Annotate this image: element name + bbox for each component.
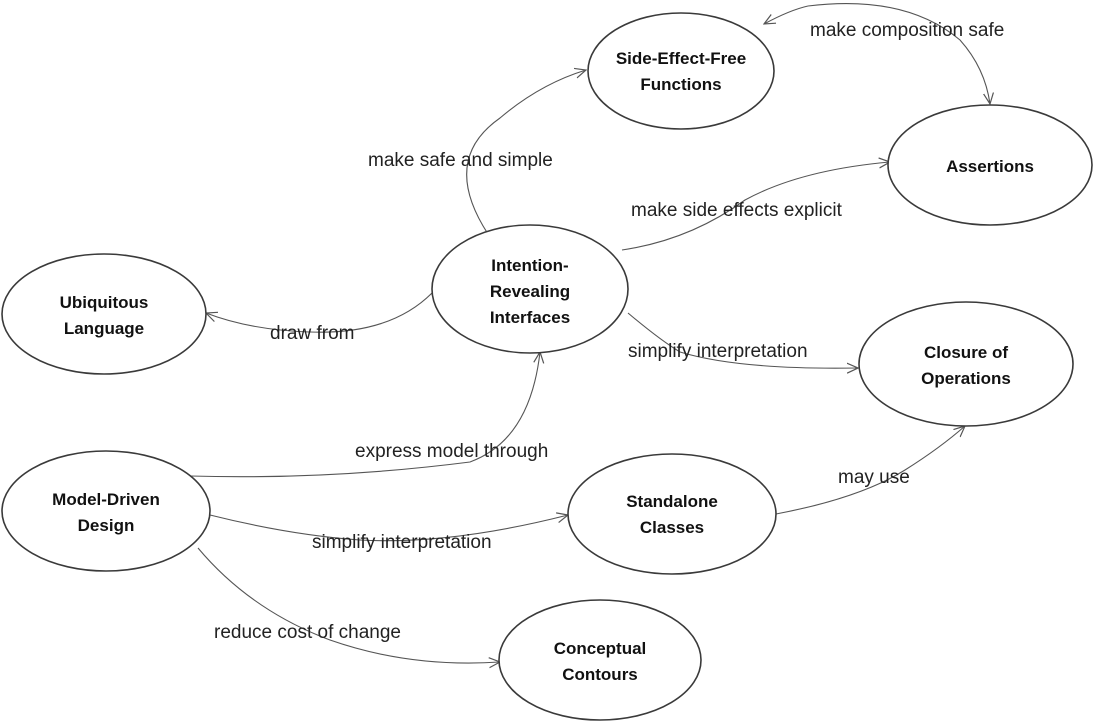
label-make-composition-safe: make composition safe [810, 20, 1004, 41]
edge-make-composition-safe [807, 3, 990, 104]
label-express-model-through: express model through [355, 441, 548, 462]
edge-draw-from [206, 292, 433, 333]
edge-simplify-interpretation-ir [627, 312, 858, 368]
ubiquitous-language-line1: Ubiquitous [60, 293, 149, 312]
node-side-effect-free-functions: Side-Effect-Free Functions [587, 12, 775, 130]
node-closure-of-operations: Closure of Operations [858, 301, 1074, 427]
node-assertions: Assertions [887, 104, 1093, 226]
conceptual-contours-line2: Contours [562, 665, 638, 684]
edge-may-use [775, 426, 965, 515]
edge-make-composition-safe-tail [764, 5, 809, 24]
label-draw-from: draw from [270, 323, 354, 344]
standalone-classes-line1: Standalone [626, 492, 718, 511]
intention-revealing-line1: Intention- [491, 256, 568, 275]
node-ubiquitous-language: Ubiquitous Language [1, 253, 207, 375]
model-driven-design-line1: Model-Driven [52, 490, 160, 509]
edge-make-side-effects-explicit [621, 162, 890, 251]
conceptual-contours-line1: Conceptual [554, 639, 647, 658]
closure-of-operations-line2: Operations [921, 369, 1011, 388]
side-effect-free-line1: Side-Effect-Free [616, 49, 746, 68]
model-driven-design-line2: Design [78, 516, 135, 535]
label-make-safe-and-simple: make safe and simple [368, 150, 553, 171]
edge-reduce-cost-of-change [197, 547, 500, 663]
node-standalone-classes: Standalone Classes [567, 453, 777, 575]
side-effect-free-line2: Functions [640, 75, 721, 94]
label-simplify-interpretation-ir: simplify interpretation [628, 341, 808, 362]
node-intention-revealing-interfaces: Intention- Revealing Interfaces [431, 224, 629, 354]
standalone-classes-line2: Classes [640, 518, 704, 537]
edge-make-safe-and-simple [466, 70, 586, 235]
label-reduce-cost-of-change: reduce cost of change [214, 622, 401, 643]
edge-simplify-interpretation-md [209, 515, 568, 542]
node-model-driven-design: Model-Driven Design [1, 450, 211, 572]
label-make-side-effects-explicit: make side effects explicit [631, 200, 843, 221]
ubiquitous-language-line2: Language [64, 319, 144, 338]
intention-revealing-line2: Revealing [490, 282, 570, 301]
edge-express-model-through [189, 352, 540, 478]
label-simplify-interpretation-md: simplify interpretation [312, 532, 492, 553]
assertions-line1: Assertions [946, 157, 1034, 176]
closure-of-operations-line1: Closure of [924, 343, 1008, 362]
intention-revealing-line3: Interfaces [490, 308, 570, 327]
node-conceptual-contours: Conceptual Contours [498, 599, 702, 721]
label-may-use: may use [838, 467, 910, 488]
